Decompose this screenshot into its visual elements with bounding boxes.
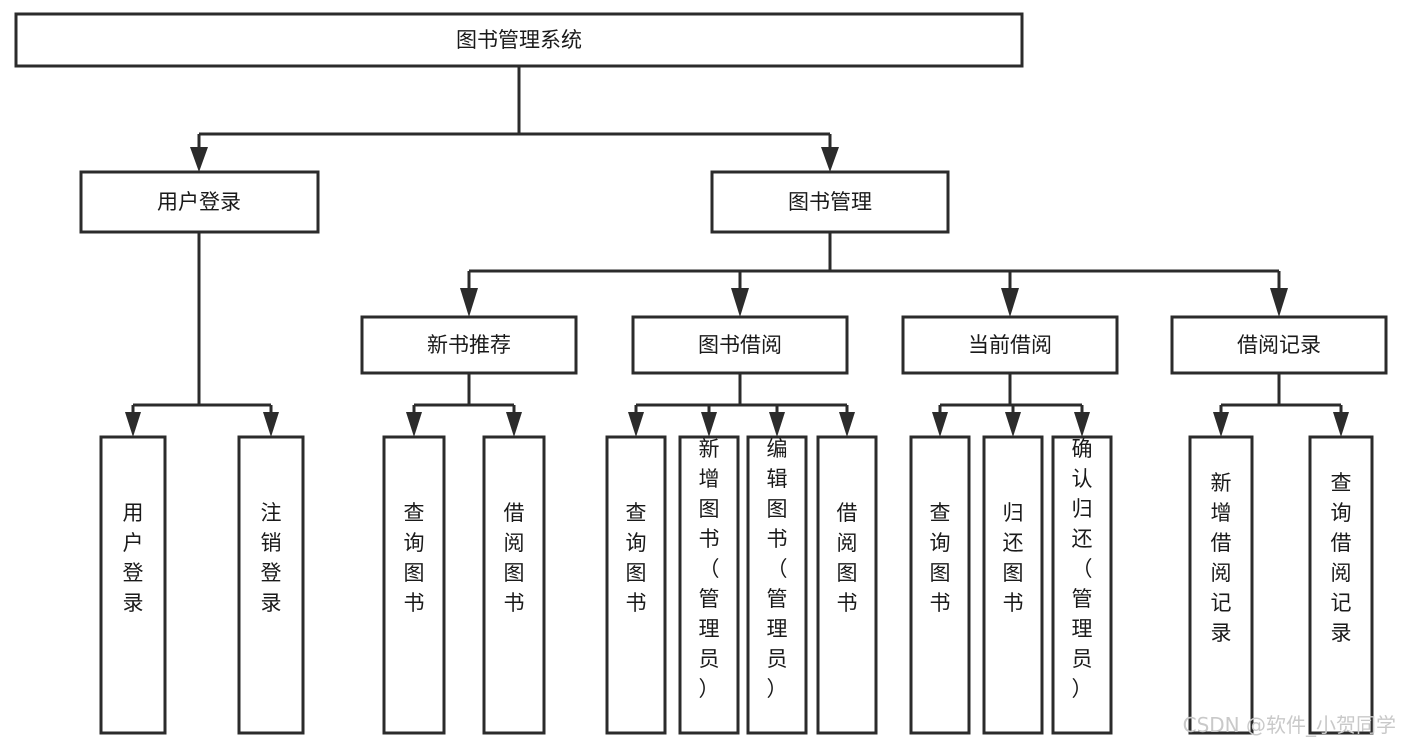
leaf-add-book-box[interactable] (678, 435, 740, 735)
leaf-add-record-label: 新增借阅记录 (1211, 471, 1232, 645)
arrow-leaf-query-book-3 (932, 412, 948, 437)
user-login-label: 用户登录 (157, 190, 241, 214)
leaf-borrow-book-2-label: 借阅图书 (837, 501, 858, 615)
node-borrow-record[interactable]: 借阅记录 (1170, 315, 1388, 375)
arrow-leaf-query-record (1333, 412, 1349, 437)
root-label: 图书管理系统 (456, 28, 582, 52)
arrow-leaf-query-book-2 (628, 412, 644, 437)
leaf-query-record-label: 查询借阅记录 (1331, 471, 1352, 645)
book-manage-label: 图书管理 (788, 190, 872, 214)
leaf-logout-box[interactable] (237, 435, 305, 735)
arrow-new-book-rec (460, 288, 478, 317)
node-book-manage[interactable]: 图书管理 (710, 170, 950, 234)
watermark: CSDN @软件_小贺同学 (1183, 713, 1396, 737)
node-new-book-rec[interactable]: 新书推荐 (360, 315, 578, 375)
arrow-leaf-return-book (1005, 412, 1021, 437)
arrow-leaf-add-record (1213, 412, 1229, 437)
leaf-query-book-2-label: 查询图书 (626, 501, 647, 615)
root-box[interactable] (14, 12, 1024, 68)
leaf-confirm-return-label: 确认归还（管理员） (1072, 437, 1093, 701)
arrow-leaf-borrow-book-2 (839, 412, 855, 437)
arrow-borrow-record (1270, 288, 1288, 317)
leaf-add-record-box[interactable] (1188, 435, 1254, 735)
leaf-borrow-book-1-label: 借阅图书 (504, 501, 525, 615)
leaf-node-user-login[interactable]: 用户登录 (99, 435, 167, 735)
leaf-add-book-label: 新增图书（管理员） (699, 437, 720, 701)
arrow-leaf-query-book-1 (406, 412, 422, 437)
leaf-user-login-label: 用户登录 (123, 501, 144, 615)
leaf-borrow-book-2-box[interactable] (816, 435, 878, 735)
leaf-logout-label: 注销登录 (261, 501, 282, 615)
leaf-edit-book-label: 编辑图书（管理员） (767, 437, 788, 701)
leaf-node-borrow-book-1[interactable]: 借阅图书 (482, 435, 546, 735)
arrow-leaf-user-login (125, 412, 141, 437)
leaf-query-book-1-box[interactable] (382, 435, 446, 735)
arrow-user-login (190, 147, 208, 172)
arrow-leaf-borrow-book-1 (506, 412, 522, 437)
leaf-confirm-return-box[interactable] (1051, 435, 1113, 735)
node-current-borrow[interactable]: 当前借阅 (901, 315, 1119, 375)
leaf-node-add-book[interactable]: 新增图书（管理员） (678, 435, 740, 735)
current-borrow-label: 当前借阅 (968, 333, 1052, 357)
leaf-node-query-book-2[interactable]: 查询图书 (605, 435, 667, 735)
leaf-node-borrow-book-2[interactable]: 借阅图书 (816, 435, 878, 735)
book-borrow-box[interactable] (631, 315, 849, 375)
new-book-rec-box[interactable] (360, 315, 578, 375)
leaf-borrow-book-1-box[interactable] (482, 435, 546, 735)
arrow-leaf-confirm-return (1074, 412, 1090, 437)
leaf-user-login-box[interactable] (99, 435, 167, 735)
connector-group (125, 66, 1349, 437)
arrow-book-borrow (731, 288, 749, 317)
new-book-rec-label: 新书推荐 (427, 333, 511, 357)
leaf-query-book-2-box[interactable] (605, 435, 667, 735)
leaf-query-book-3-label: 查询图书 (930, 501, 951, 615)
leaf-edit-book-box[interactable] (746, 435, 808, 735)
arrow-book-manage (821, 147, 839, 172)
book-manage-box[interactable] (710, 170, 950, 234)
arrow-leaf-edit-book (769, 412, 785, 437)
leaf-node-add-record[interactable]: 新增借阅记录 (1188, 435, 1254, 735)
node-book-borrow[interactable]: 图书借阅 (631, 315, 849, 375)
leaf-node-query-book-1[interactable]: 查询图书 (382, 435, 446, 735)
node-user-login[interactable]: 用户登录 (79, 170, 320, 234)
leaf-return-book-label: 归还图书 (1003, 501, 1024, 615)
leaf-node-logout[interactable]: 注销登录 (237, 435, 305, 735)
leaf-node-query-record[interactable]: 查询借阅记录 (1308, 435, 1374, 735)
leaf-query-record-box[interactable] (1308, 435, 1374, 735)
leaf-query-book-3-box[interactable] (909, 435, 971, 735)
leaf-node-edit-book[interactable]: 编辑图书（管理员） (746, 435, 808, 735)
leaf-return-book-box[interactable] (982, 435, 1044, 735)
current-borrow-box[interactable] (901, 315, 1119, 375)
leaf-node-return-book[interactable]: 归还图书 (982, 435, 1044, 735)
leaf-node-confirm-return[interactable]: 确认归还（管理员） (1051, 435, 1113, 735)
leaf-query-book-1-label: 查询图书 (404, 501, 425, 615)
book-borrow-label: 图书借阅 (698, 333, 782, 357)
arrow-leaf-add-book (701, 412, 717, 437)
node-root[interactable]: 图书管理系统 (14, 12, 1024, 68)
borrow-record-box[interactable] (1170, 315, 1388, 375)
arrow-leaf-logout (263, 412, 279, 437)
leaf-node-query-book-3[interactable]: 查询图书 (909, 435, 971, 735)
borrow-record-label: 借阅记录 (1237, 333, 1321, 357)
arrow-current-borrow (1001, 288, 1019, 317)
user-login-box[interactable] (79, 170, 320, 234)
